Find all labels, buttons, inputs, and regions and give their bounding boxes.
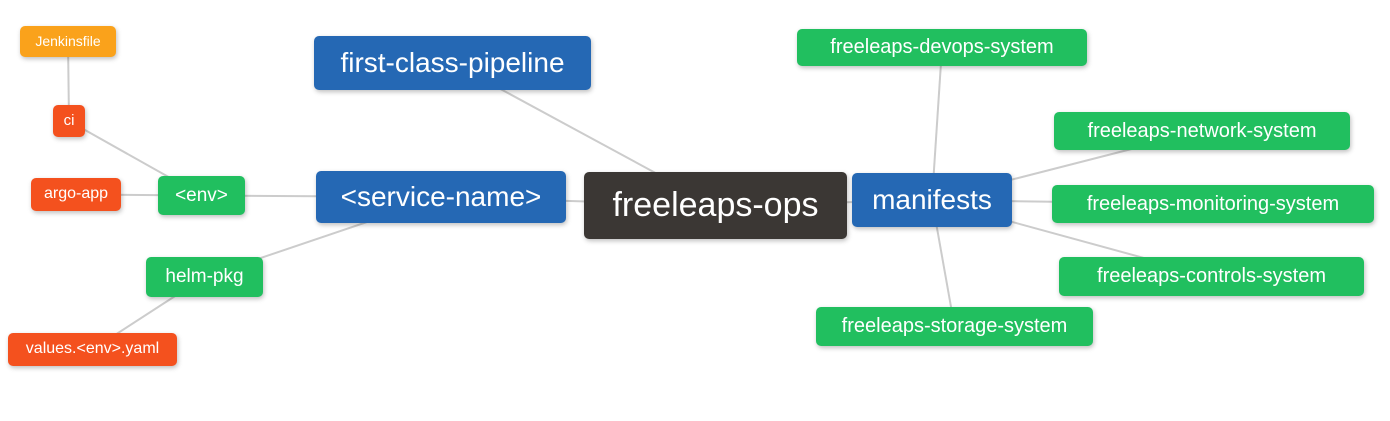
node-env[interactable]: <env> [158,176,245,215]
node-label: values.<env>.yaml [25,340,160,357]
node-jenkinsfile[interactable]: Jenkinsfile [20,26,116,57]
node-freeleaps-storage-system[interactable]: freeleaps-storage-system [816,307,1093,346]
node-freeleaps-monitoring-system[interactable]: freeleaps-monitoring-system [1052,185,1374,223]
node-argo-app[interactable]: argo-app [31,178,121,211]
node-label: freeleaps-storage-system [841,315,1068,337]
node-helm-pkg[interactable]: helm-pkg [146,257,263,297]
node-label: freeleaps-network-system [1087,119,1317,142]
node-freeleaps-network-system[interactable]: freeleaps-network-system [1054,112,1350,150]
node-label: ci [63,112,75,129]
node-label: freeleaps-devops-system [830,36,1054,58]
node-label: <service-name> [340,180,542,212]
node-ci[interactable]: ci [53,105,85,137]
node-service-name[interactable]: <service-name> [316,171,566,223]
node-manifests[interactable]: manifests [852,173,1012,227]
node-label: first-class-pipeline [340,46,565,78]
node-label: <env> [175,184,228,206]
node-label: freeleaps-monitoring-system [1086,192,1340,215]
node-freeleaps-controls-system[interactable]: freeleaps-controls-system [1059,257,1364,296]
node-label: freeleaps-controls-system [1097,265,1326,287]
node-first-class-pipeline[interactable]: first-class-pipeline [314,36,591,90]
node-freeleaps-devops-system[interactable]: freeleaps-devops-system [797,29,1087,66]
node-freeleaps-ops[interactable]: freeleaps-ops [584,172,847,239]
node-label: Jenkinsfile [35,33,101,49]
node-label: manifests [872,183,992,215]
node-values-env-yaml[interactable]: values.<env>.yaml [8,333,177,366]
node-label: freeleaps-ops [612,186,819,224]
node-label: helm-pkg [165,266,244,287]
node-label: argo-app [43,185,109,202]
